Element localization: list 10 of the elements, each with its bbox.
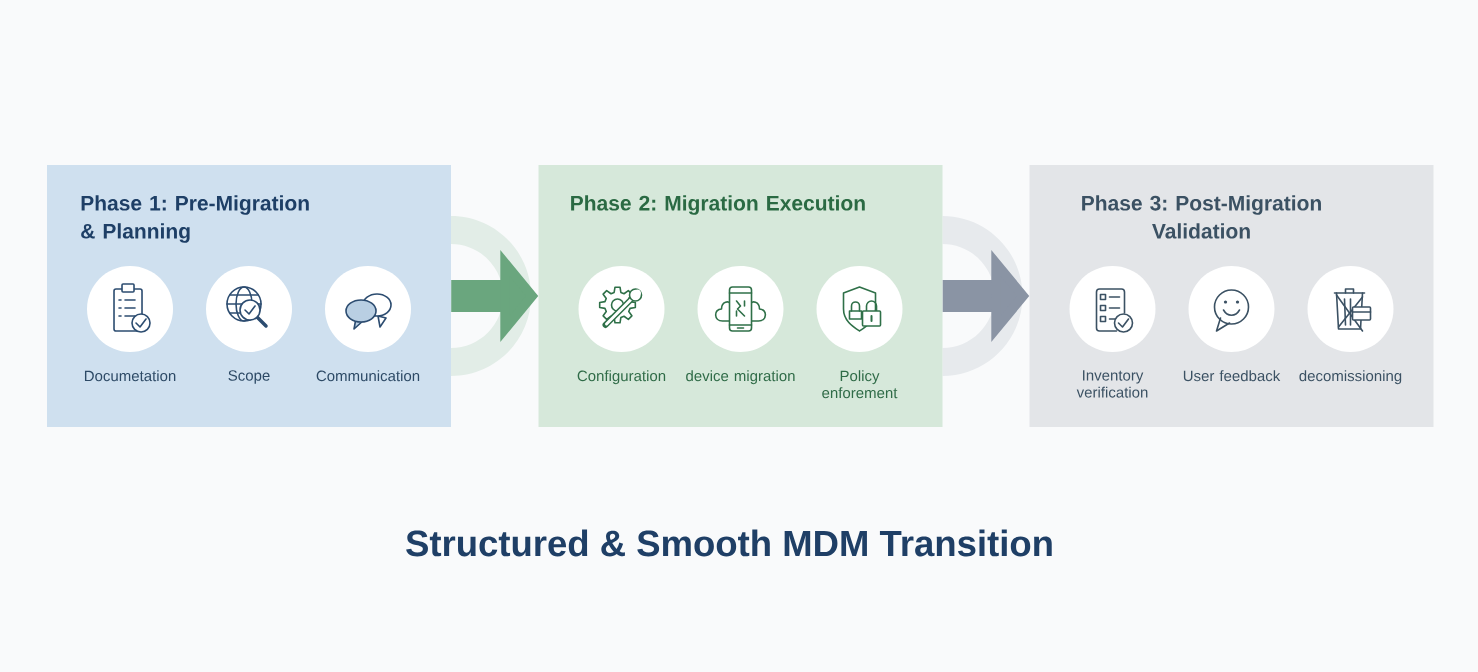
step-label: Policy enforement [822,370,898,399]
step-label: device migration [686,370,795,385]
step-label: User feedback [1183,370,1281,382]
step-label: Documetation [84,370,176,382]
caption: Structured & Smooth MDM Transition [406,529,1052,557]
step-label: Configuration [577,370,666,385]
step-label: decomissioning [1299,370,1402,385]
step-label: Scope [228,370,270,384]
step-label: Inventory verification [1076,370,1148,398]
step-label: Communication [316,370,420,382]
